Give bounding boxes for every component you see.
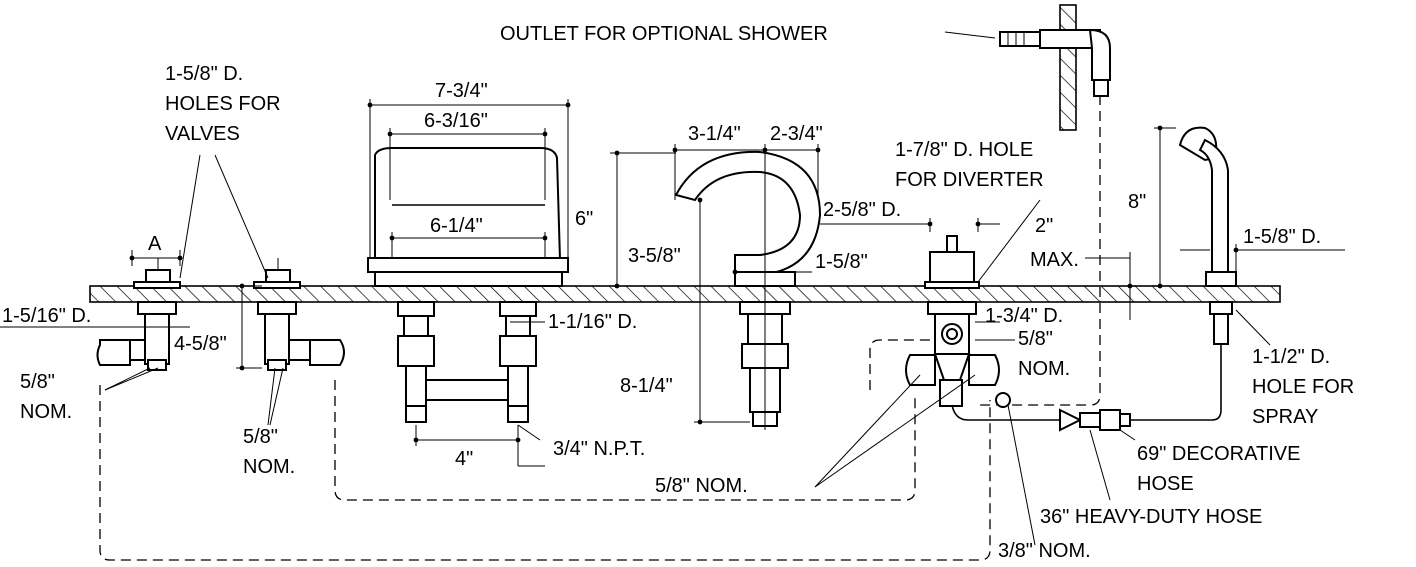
label-dim-8: 8" xyxy=(1128,191,1146,213)
label-heavy-hose: 36" HEAVY-DUTY HOSE xyxy=(1040,506,1262,528)
label-spray-1: 1-1/2" D. xyxy=(1252,346,1330,368)
label-nom-mid-2: NOM. xyxy=(243,456,295,478)
hand-shower xyxy=(1178,126,1237,345)
label-dim-3-5-8: 3-5/8" xyxy=(628,245,681,267)
label-valve-holes-3: VALVES xyxy=(165,123,240,145)
middle-valve xyxy=(253,258,345,371)
label-nom-div-2: NOM. xyxy=(1018,358,1070,380)
label-nom-mid-1: 5/8" xyxy=(243,426,278,448)
label-valve-holes-2: HOLES FOR xyxy=(165,93,281,115)
label-dim-2-3-4: 2-3/4" xyxy=(770,123,823,145)
label-dim-1-1-16: 1-1/16" D. xyxy=(548,311,637,333)
label-dim-2: 2" xyxy=(1035,215,1053,237)
label-nom-div-1: 5/8" xyxy=(1018,328,1053,350)
label-dim-4-5-8: 4-5/8" xyxy=(174,333,227,355)
label-diverter-2: FOR DIVERTER xyxy=(895,169,1044,191)
label-valve-holes-1: 1-5/8" D. xyxy=(165,63,243,85)
label-dim-8-1-4: 8-1/4" xyxy=(620,375,673,397)
label-spray-3: SPRAY xyxy=(1252,406,1318,428)
label-dim-6-3-16: 6-3/16" xyxy=(424,110,488,132)
label-dim-max: MAX. xyxy=(1030,249,1079,271)
label-diverter-1: 1-7/8" D. HOLE xyxy=(895,139,1033,161)
label-dim-7-3-4: 7-3/4" xyxy=(435,80,488,102)
wall xyxy=(1059,4,1077,131)
label-nom-bottom: 5/8" NOM. xyxy=(655,475,748,497)
label-nom-3-8: 3/8" NOM. xyxy=(998,540,1091,562)
waterfall-spout xyxy=(367,147,569,423)
dimension-dots xyxy=(129,102,1239,443)
label-dim-1-5-8-spout: 1-5/8" xyxy=(815,251,868,273)
supply-lines xyxy=(99,95,1101,561)
label-dim-3-1-4: 3-1/4" xyxy=(688,123,741,145)
shower-outlet xyxy=(999,28,1111,97)
label-dim-6-1-4: 6-1/4" xyxy=(430,215,483,237)
label-dim-npt: 3/4" N.P.T. xyxy=(553,438,645,460)
label-dim-1-5-16: 1-5/16" D. xyxy=(2,305,91,327)
label-deco-2: HOSE xyxy=(1137,473,1194,495)
label-dim-2-5-8: 2-5/8" D. xyxy=(823,199,901,221)
label-deco-1: 69" DECORATIVE xyxy=(1137,443,1300,465)
label-dim-1-3-4: 1-3/4" D. xyxy=(985,305,1063,327)
label-dim-1-5-8-spray: 1-5/8" D. xyxy=(1243,226,1321,248)
hoses xyxy=(951,344,1222,432)
label-spray-2: HOLE FOR xyxy=(1252,376,1354,398)
left-valve xyxy=(96,258,181,371)
label-nom-left-2: NOM. xyxy=(20,401,72,423)
label-nom-left-1: 5/8" xyxy=(20,371,55,393)
labels: OUTLET FOR OPTIONAL SHOWER 1-5/8" D. HOL… xyxy=(2,23,1354,562)
deck xyxy=(89,285,1281,303)
label-dim-4: 4" xyxy=(455,448,473,470)
dimension-lines xyxy=(0,31,1345,546)
label-dim-6: 6" xyxy=(575,208,593,230)
label-outlet-shower: OUTLET FOR OPTIONAL SHOWER xyxy=(500,23,828,45)
label-dim-a: A xyxy=(148,233,162,255)
diverter xyxy=(905,235,1000,407)
